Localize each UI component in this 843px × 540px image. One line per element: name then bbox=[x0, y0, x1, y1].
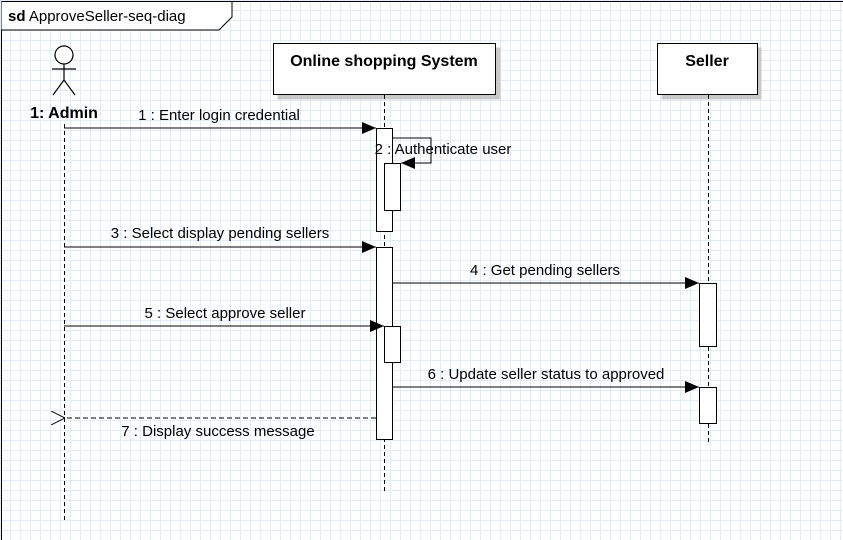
message-label: 3 : Select display pending sellers bbox=[111, 225, 329, 242]
lifeline-label-online-shopping-system: Online shopping System bbox=[290, 53, 478, 70]
lifeline-head-online-shopping-system: Online shopping System bbox=[273, 43, 501, 100]
actor-admin bbox=[52, 45, 76, 96]
frame-tab bbox=[1, 1, 233, 31]
activation-bar bbox=[384, 326, 401, 363]
message-label: 4 : Get pending sellers bbox=[470, 262, 620, 279]
message-label: 1 : Enter login credential bbox=[138, 107, 300, 124]
lifeline-label-seller: Seller bbox=[685, 53, 729, 70]
activation-bar bbox=[699, 283, 717, 347]
message-label: 5 : Select approve seller bbox=[145, 305, 306, 322]
activation-bar bbox=[384, 163, 401, 211]
message-label: 2 : Authenticate user bbox=[375, 141, 512, 158]
frame-title: sd ApproveSeller-seq-diag bbox=[8, 8, 186, 25]
message-label: 6 : Update seller status to approved bbox=[428, 366, 665, 383]
actor-label: 1: Admin bbox=[30, 105, 98, 122]
lifeline-head-seller: Seller bbox=[657, 43, 762, 100]
message-arrow bbox=[392, 137, 432, 169]
activation-bar bbox=[699, 387, 717, 424]
message-label: 7 : Display success message bbox=[121, 423, 314, 440]
